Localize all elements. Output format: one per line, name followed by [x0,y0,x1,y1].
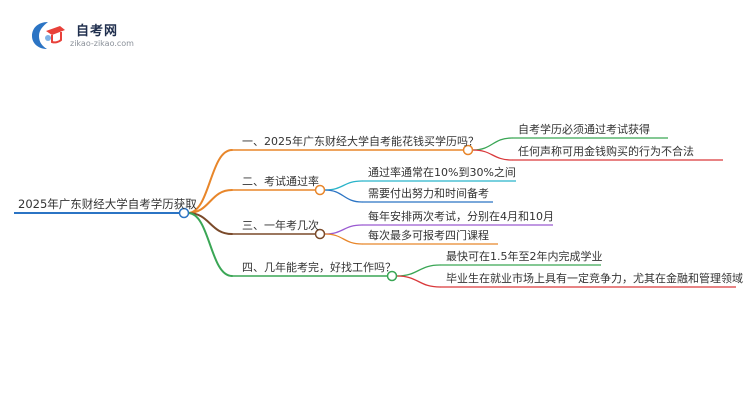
root-node[interactable]: 2025年广东财经大学自考学历获取 [18,197,197,211]
child-node-1-1[interactable]: 自考学历必须通过考试获得 [518,123,650,136]
branch-collapse-knob-2 [314,184,326,196]
branch-collapse-knob-4 [386,270,398,282]
child-connector-3-2 [324,233,363,245]
branch-node-3[interactable]: 三、一年考几次 [242,219,319,232]
branch-connector-1 [187,149,233,214]
branch-node-2[interactable]: 二、考试通过率 [242,175,319,188]
child-connector-2-2 [324,189,363,203]
child-connector-1-2 [472,149,513,161]
child-connector-2-1 [324,180,363,191]
child-connector-4-1 [396,264,441,277]
child-node-1-2[interactable]: 任何声称可用金钱购买的行为不合法 [518,145,694,158]
branch-connector-4 [187,212,233,277]
branch-collapse-knob-1 [462,144,474,156]
branch-node-4[interactable]: 四、几年能考完，好找工作吗？ [242,261,396,274]
graduation-cap-icon [32,22,65,49]
logo-title: 自考网 [76,24,119,39]
child-node-3-2[interactable]: 每次最多可报考四门课程 [368,229,489,242]
child-node-4-2[interactable]: 毕业生在就业市场上具有一定竞争力，尤其在金融和管理领域 [446,272,743,285]
root-collapse-knob [178,207,190,219]
child-connector-4-2 [396,275,441,288]
child-node-2-2[interactable]: 需要付出努力和时间备考 [368,187,489,200]
child-node-4-1[interactable]: 最快可在1.5年至2年内完成学业 [446,250,603,263]
child-node-2-1[interactable]: 通过率通常在10%到30%之间 [368,166,516,179]
child-node-3-1[interactable]: 每年安排两次考试，分别在4月和10月 [368,210,554,223]
branch-connector-2 [187,189,233,214]
logo-subtitle: zikao-zikao.com [70,39,134,48]
branch-collapse-knob-3 [314,228,326,240]
site-logo[interactable]: 自考网 zikao-zikao.com [28,18,148,52]
branch-node-1[interactable]: 一、2025年广东财经大学自考能花钱买学历吗？ [242,135,479,148]
child-connector-3-1 [324,224,363,235]
